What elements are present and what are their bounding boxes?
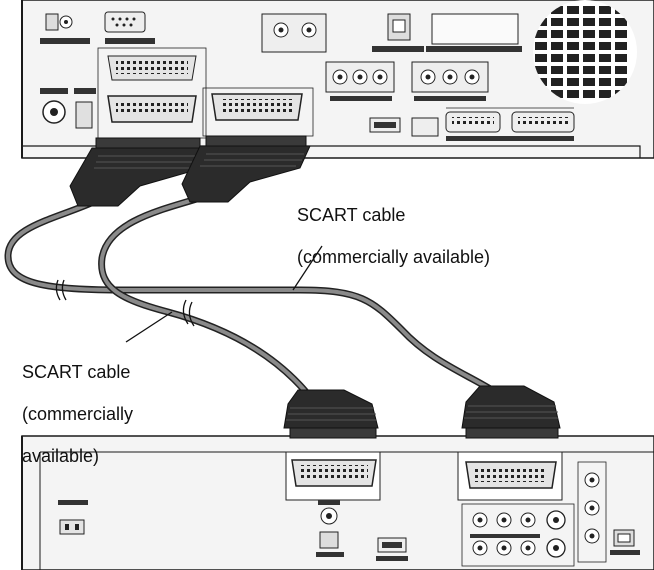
scart-plug-icon [461, 385, 561, 439]
top-left-jacks [40, 11, 155, 44]
rca-jack-icon [461, 503, 575, 567]
scart-cable-1 [4, 196, 496, 394]
cable-break-marks [55, 279, 195, 327]
scart-connector-icon [291, 459, 377, 487]
leader-line-top-cable [292, 245, 323, 291]
scart-connector-icon [465, 461, 557, 489]
callout-bottom-line1: SCART cable [22, 362, 131, 382]
callout-top-scart-cable: SCART cable (commercially available) [297, 184, 490, 289]
scart-cable-2 [98, 194, 310, 396]
top-device-rear-panel [21, 0, 654, 159]
scart-plug-icon [283, 389, 379, 439]
vent-grille-icon [533, 0, 637, 104]
rca-jack-icon [261, 13, 327, 53]
rca-jack-icon [325, 61, 395, 93]
scart-plug-icon [69, 137, 205, 207]
scart-connector-icon [211, 93, 303, 121]
scart-connector-icon [107, 55, 197, 81]
rca-jack-icon [40, 88, 96, 129]
callout-bottom-line2: (commercially [22, 404, 134, 424]
callout-top-line2: (commercially available) [297, 247, 491, 267]
rca-jack-icon [316, 500, 344, 557]
scart-plug-icon [181, 135, 311, 203]
ac-inlet [58, 500, 88, 535]
rca-jack-icon [411, 61, 489, 93]
scart-connector-icon [107, 95, 197, 123]
leader-line-bottom-cable [125, 311, 173, 343]
rca-jack-icon [577, 461, 607, 563]
callout-bottom-scart-cable: SCART cable (commercially available) [22, 341, 133, 488]
callout-top-line1: SCART cable [297, 205, 406, 225]
bottom-device-rear-panel [21, 435, 654, 570]
callout-bottom-line3: available) [22, 446, 100, 466]
